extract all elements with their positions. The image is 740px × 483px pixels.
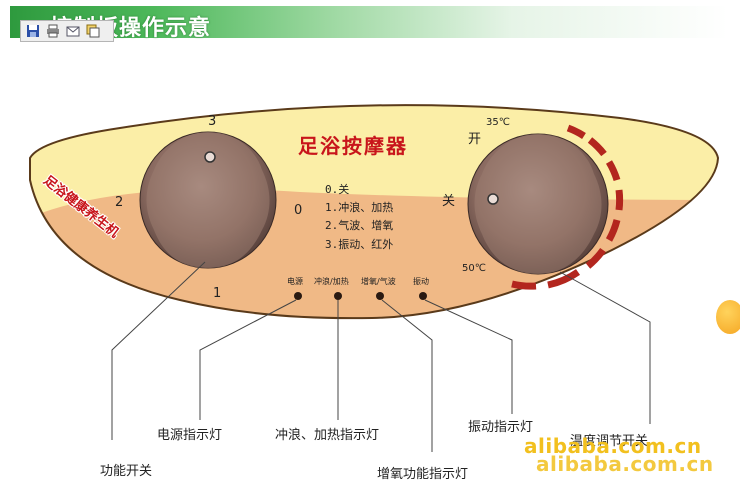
dial-open-label: 开 — [468, 132, 482, 147]
indicator-label-vibration: 振动 — [413, 277, 429, 286]
save-icon[interactable] — [25, 23, 41, 39]
indicator-label-power: 电源 — [287, 277, 303, 286]
product-name: 足浴按摩器 — [298, 134, 408, 158]
function-dial-pointer — [204, 151, 216, 163]
function-dial[interactable] — [139, 131, 277, 269]
temperature-dial[interactable] — [467, 133, 609, 275]
dial-mark-1: 1 — [213, 286, 222, 301]
function-item-2: 2.气波、增氧 — [325, 219, 394, 232]
image-toolbar — [20, 20, 114, 42]
dial-mark-3: 3 — [208, 114, 217, 129]
callout-oxygen-light: 增氧功能指示灯 — [377, 467, 469, 482]
email-icon[interactable] — [65, 23, 81, 39]
function-item-3: 3.振动、红外 — [325, 238, 394, 251]
watermark: alibaba.com.cn — [524, 434, 702, 458]
smiley-icon — [716, 300, 740, 334]
watermark-shadow: alibaba.com.cn — [536, 452, 714, 476]
callout-power-light: 电源指示灯 — [157, 428, 223, 443]
surf-heat-light — [334, 292, 342, 300]
print-icon[interactable] — [45, 23, 61, 39]
dial-close-label: 关 — [442, 194, 456, 209]
function-item-1: 1.冲浪、加热 — [325, 201, 394, 214]
temperature-scale — [511, 124, 624, 290]
dial-mark-0: 0 — [294, 203, 303, 218]
indicator-label-oxygen: 增氧/气波 — [361, 277, 396, 286]
callout-temp-switch: 温度调节开关 — [570, 434, 649, 449]
power-light — [294, 292, 302, 300]
oxygen-light — [376, 292, 384, 300]
function-item-0: 0.关 — [325, 183, 350, 196]
dial-mark-2: 2 — [115, 195, 124, 210]
temp-low-label: 35℃ — [486, 117, 510, 128]
title-banner: 控制板操作示意 — [10, 6, 728, 41]
copy-icon[interactable] — [85, 23, 101, 39]
callout-surf-heat-light: 冲浪、加热指示灯 — [275, 428, 380, 443]
temperature-dial-pointer — [487, 193, 499, 205]
callout-lines — [111, 261, 651, 452]
callout-vibration-light: 振动指示灯 — [468, 420, 534, 435]
vibration-light — [419, 292, 427, 300]
callout-function-switch: 功能开关 — [100, 464, 153, 479]
indicator-label-surf-heat: 冲浪/加热 — [314, 277, 349, 286]
temp-high-label: 50℃ — [462, 263, 486, 274]
